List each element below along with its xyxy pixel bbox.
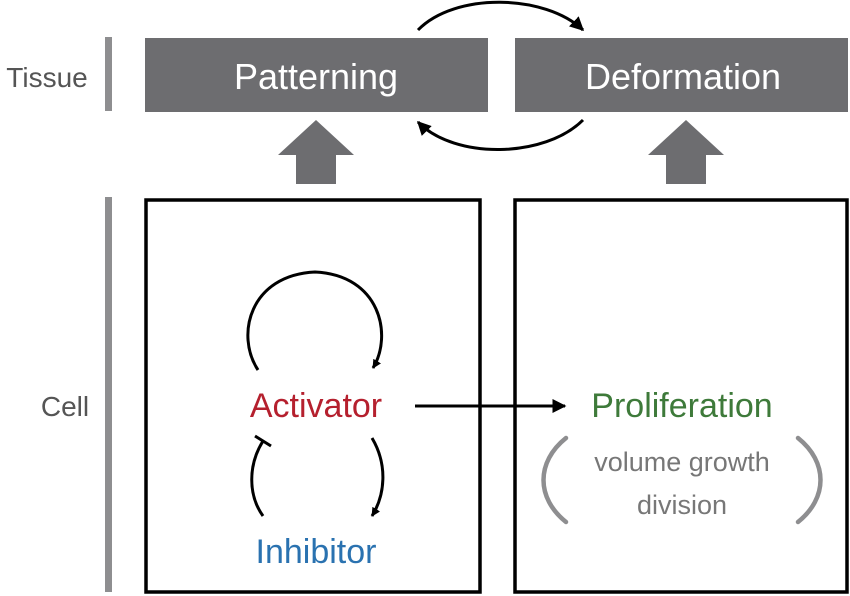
right-cell-panel [513,198,849,594]
proliferation-label: Proliferation [591,387,772,425]
activator-label: Activator [250,387,382,425]
patterning-box [145,38,488,112]
left-parenthesis [541,435,569,525]
inhibition-bar [254,434,272,448]
activator-self-activation-arrow [246,270,384,371]
volume-growth-label: volume growth [594,447,770,477]
right-parenthesis [795,435,823,525]
deformation-to-patterning-arrow [416,118,585,151]
cell-level-label: Cell [41,391,89,422]
tissue-level-bar [105,37,112,111]
patterning-label: Patterning [234,56,398,97]
division-label: division [637,490,727,520]
deformation-label: Deformation [585,56,781,97]
upward-arrow-left [278,120,354,184]
inhibitor-inhibits-activator-arrow [250,440,265,517]
deformation-box [515,38,848,112]
tissue-level-label: Tissue [6,62,87,93]
upward-arrow-right [648,120,724,184]
left-cell-panel [144,198,482,594]
inhibitor-label: Inhibitor [256,533,377,571]
patterning-to-deformation-arrow [416,0,585,32]
activator-activates-inhibitor-arrow [370,437,385,517]
cell-level-bar [105,197,112,592]
